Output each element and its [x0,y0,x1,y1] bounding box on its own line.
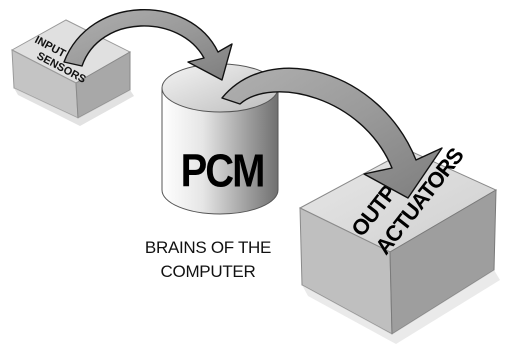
pcm-label: PCM [181,146,264,197]
input-to-pcm-arrow [63,9,233,81]
input-sensors-box: INPUT SENSORS [10,19,134,126]
pcm-caption: BRAINS OF THE COMPUTER [118,236,298,284]
caption-line1: BRAINS OF THE [144,238,272,257]
pcm-cylinder: PCM [161,63,279,215]
pcm-to-output-arrow [221,67,443,199]
caption-line2: COMPUTER [160,262,256,281]
